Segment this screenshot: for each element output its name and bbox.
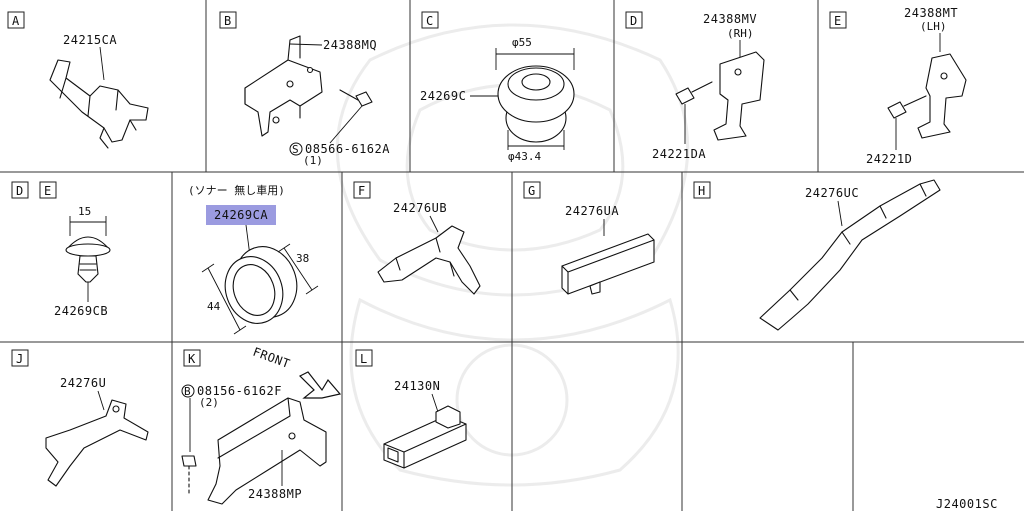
part-label-08566-6162a: 08566-6162A [305,142,390,156]
cell-l: L 24130N [355,349,467,469]
cell-letter-l: L [360,352,367,366]
part-qty-k: (2) [199,396,219,409]
protector-24276uc-drawing [759,179,941,331]
part-label-24388mp: 24388MP [248,487,302,501]
protector-24276ua-drawing [561,233,655,295]
sonar-note: (ソナー 無し車用) [188,183,285,197]
dim-38: 38 [296,252,309,265]
part-label-24269cb: 24269CB [54,304,108,318]
grommet-24269ca-drawing [224,246,298,324]
cell-letter-f: F [358,184,365,198]
cell-c: C φ55 24269C φ43.4 [420,11,575,163]
part-label-24388mq: 24388MQ [323,38,377,52]
dim-15: 15 [78,205,91,218]
part-qty-b: (1) [303,154,323,167]
cell-letter-a: A [12,14,20,28]
cell-letter-c: C [426,14,433,28]
part-label-24388mt: 24388MT [904,6,958,20]
bolt-symbol-b: B [184,385,191,398]
cell-g: G 24276UA [523,181,655,295]
cell-letter-h: H [698,184,705,198]
cell-f: F 24276UB [353,181,481,295]
clip-24215ca-drawing [49,59,149,149]
cell-de: D E 15 24269CB [11,181,111,318]
part-label-24221d: 24221D [866,152,912,166]
part-side-lh: (LH) [920,20,947,33]
bolt-symbol-s: S [292,143,299,156]
part-label-24221da: 24221DA [652,147,706,161]
part-label-24269ca: 24269CA [214,208,268,222]
dim-diameter-43-4: φ43.4 [508,150,541,163]
bolt-08566-6162a-drawing [339,89,373,107]
cell-k: K FRONT B 08156-6162F (2) 24388MP [181,345,342,505]
bolt-symbol-circle [289,142,303,156]
cell-d-top: 24388MV D 24388MV (RH) 24221DA [625,11,765,161]
bolt-symbol-circle-k [181,384,195,398]
cell-b: B 24388MQ S 08566-6162A (1) [219,11,390,167]
cell-h: H 24276UC [693,179,941,331]
grommet-24269c-drawing [497,65,575,143]
part-label-24215ca: 24215CA [63,33,117,47]
svg-text:E: E [834,14,841,28]
highlight-box [206,205,276,225]
bolt-08156-6162f-drawing [181,455,197,495]
connector-24130n-drawing [383,405,467,469]
cell-e-top: E 24388MT (LH) 24221D [829,6,967,166]
cell-letter-de-e: E [44,184,51,198]
cell-letter-j: J [16,352,23,366]
front-arrow-icon [298,371,342,399]
front-label: FRONT [251,345,292,371]
cell-letter-g: G [528,184,535,198]
diagram-code: J24001SC [936,497,998,511]
clip-24269cb-drawing [65,236,111,283]
part-label-24388mv: 24388MV [703,12,757,26]
bracket-24388mt-drawing [917,53,967,139]
bracket-24388mv-drawing [713,51,765,141]
bracket-24388mq-drawing [244,35,323,137]
part-label-24130n: 24130N [394,379,440,393]
cell-j: J 24276U [11,349,149,487]
part-label-24276ua: 24276UA [565,204,619,218]
cell-letter-k: K [188,352,196,366]
cell-a: A 24215CA [7,11,149,149]
bracket-24276u-drawing [45,399,149,487]
bolt-24221d-drawing [887,95,927,119]
part-label-24276ub: 24276UB [393,201,447,215]
svg-text:D: D [630,14,637,28]
cell-sonar: (ソナー 無し車用) 24269CA 38 44 [188,183,319,335]
cell-letter-b: B [224,14,231,28]
protector-24276ub-drawing [377,225,481,295]
part-side-rh: (RH) [727,27,754,40]
part-label-24276uc: 24276UC [805,186,859,200]
bracket-24388mp-drawing [207,397,327,505]
bolt-24221da-drawing [675,81,713,105]
part-label-08156-6162f: 08156-6162F [197,384,282,398]
cell-letter-de-d: D [16,184,23,198]
part-label-24269c: 24269C [420,89,466,103]
part-label-24276u: 24276U [60,376,106,390]
dim-44: 44 [207,300,221,313]
dim-diameter-55: φ55 [512,36,532,49]
